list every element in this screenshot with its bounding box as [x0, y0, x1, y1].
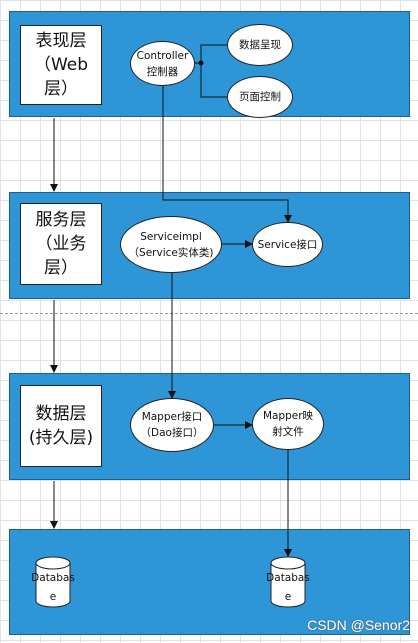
connector-to-page-control: [200, 63, 227, 98]
page-break-line: [0, 313, 418, 314]
service-impl-node: Serviceimpl （Service实体类): [120, 216, 222, 273]
page-control-node: 页面控制: [227, 76, 293, 118]
mapper-interface-node: Mapper接口 （Dao接口）: [130, 398, 214, 452]
database-right-label: Databas e: [266, 572, 310, 603]
database-left-label: Databas e: [31, 572, 75, 603]
arrow-controller-to-service-interface: [162, 86, 292, 223]
database-left: Databas e: [31, 556, 75, 608]
database-right-cylinder: [270, 556, 306, 608]
database-right: Databas e: [266, 556, 310, 608]
service-layer-label: 服务层 （业务 层）: [20, 203, 102, 285]
database-layer-panel: [9, 529, 410, 635]
controller-node: Controller 控制器: [130, 41, 195, 86]
service-interface-node: Service接口: [252, 222, 323, 267]
data-display-node: 数据呈现: [227, 24, 293, 66]
database-left-cylinder: [35, 556, 71, 608]
watermark: CSDN @Senor2: [307, 617, 410, 633]
connector-to-data-display: [200, 44, 227, 63]
web-layer-label: 表现层 （Web 层）: [20, 25, 102, 105]
mapper-file-node: Mapper映 射文件: [252, 398, 324, 450]
data-layer-label: 数据层 (持久层): [20, 385, 102, 467]
